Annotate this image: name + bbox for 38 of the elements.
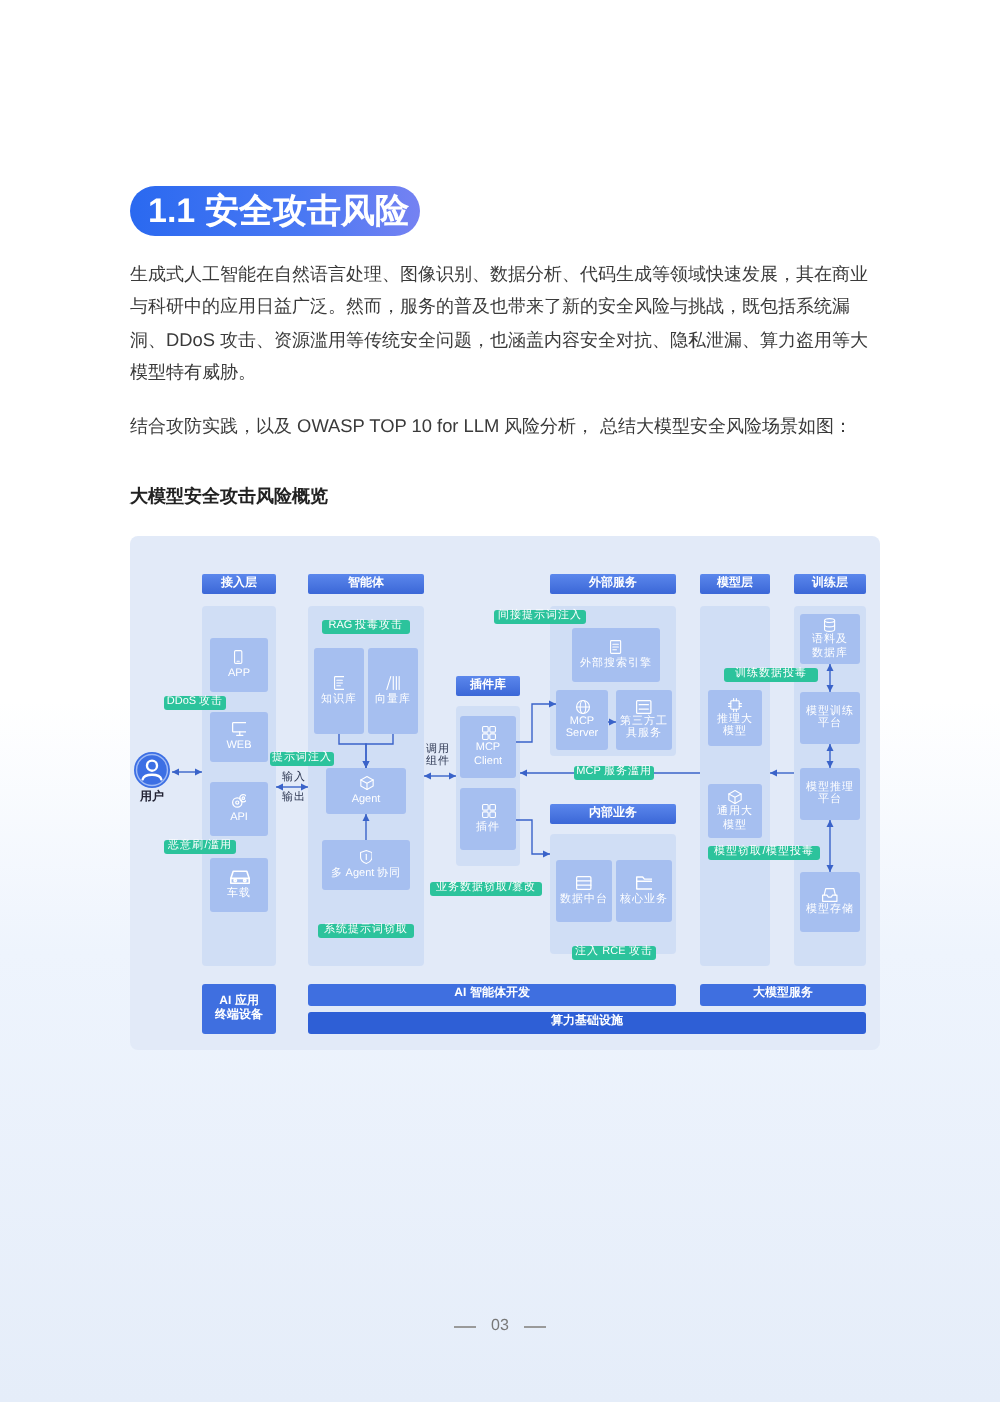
arrow (607, 718, 617, 726)
component-box (800, 872, 860, 932)
component-box (708, 784, 762, 838)
component-box (800, 614, 860, 664)
double-arrow (423, 772, 457, 780)
paragraph: 结合攻防实践，以及 OWASP TOP 10 for LLM 风险分析， 总结大模型安全风险场景如图： (130, 414, 854, 440)
double-arrow (826, 743, 834, 769)
component-box (460, 716, 516, 778)
figure-heading: 大模型安全攻击风险概览 (130, 486, 328, 508)
double-arrow (826, 819, 834, 873)
component-box (800, 692, 860, 744)
double-arrow (275, 783, 309, 791)
page-number: 03 (489, 1316, 511, 1336)
component-box (314, 648, 364, 734)
component-box (460, 788, 516, 850)
component-box (322, 840, 410, 890)
component-box (326, 768, 406, 814)
arrow (362, 733, 394, 769)
component-box (210, 712, 268, 762)
component-box (800, 768, 860, 820)
double-arrow (171, 768, 203, 776)
arrow (515, 700, 557, 743)
component-box (210, 858, 268, 912)
double-arrow (826, 663, 834, 693)
component-box (708, 690, 762, 746)
component-box (556, 690, 608, 750)
arrow (769, 769, 795, 777)
arrow (362, 813, 370, 841)
component-box (210, 782, 268, 836)
component-box (368, 648, 418, 734)
component-box (572, 628, 660, 682)
component-box (210, 638, 268, 692)
component-box (616, 690, 672, 750)
arrow (515, 819, 551, 858)
section-heading: 1.1 安全攻击风险 (130, 186, 420, 236)
paragraph: 生成式人工智能在自然语言处理、图像识别、数据分析、代码生成等领域快速发展，其在商业与科研中的应用日益广泛。然而，服务的普及也带来了新的安全风险与挑战，既包括系统漏洞、DDoS 攻击、资源滥用等传统安全问题，也涵盖内容安全对抗、隐私泄漏、算力盗用等大模型特有威胁。 (130, 262, 871, 387)
component-box (616, 860, 672, 922)
component-box (556, 860, 612, 922)
